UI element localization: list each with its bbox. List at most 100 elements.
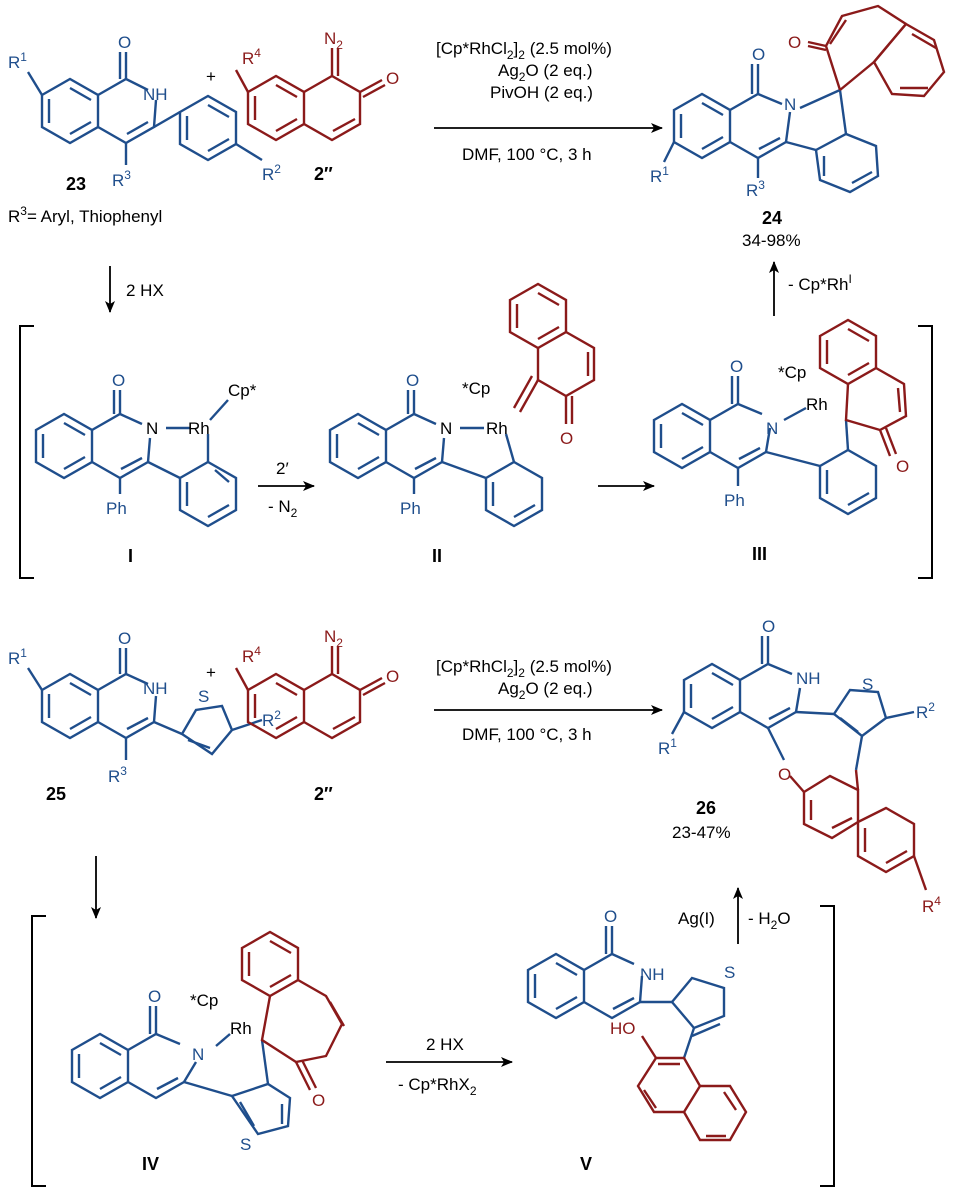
compound-label-24: 24: [762, 208, 782, 228]
R1-25: R1: [8, 646, 27, 668]
R4-top: R4: [242, 46, 261, 68]
O-III: O: [730, 357, 743, 376]
O-26: O: [762, 617, 775, 636]
label-IV: IV: [142, 1154, 159, 1174]
intermediate-V-structure: [526, 926, 748, 1142]
R1-23: R1: [8, 50, 27, 72]
Rh-I: Rh: [188, 419, 210, 438]
Rh-II: Rh: [486, 419, 508, 438]
yield-26: 23-47%: [672, 823, 731, 842]
step-2HX: 2 HX: [126, 281, 164, 300]
S-26: S: [862, 675, 873, 694]
O-25: O: [118, 629, 131, 648]
intermediate-IV-structure: [70, 930, 346, 1136]
Ph-I: Ph: [106, 499, 127, 518]
S-25: S: [198, 687, 209, 706]
bracket-left-top: [19, 325, 34, 579]
O-2pp-top: O: [386, 69, 399, 88]
intermediate-II-structure: [328, 282, 596, 528]
compound-24-structure: [662, 4, 946, 194]
O-III-ketone: O: [896, 457, 909, 476]
R2-26: R2: [916, 700, 935, 722]
N2-top: N2: [324, 29, 343, 52]
plus-sign-top: +: [206, 67, 216, 86]
cond-top-3: PivOH (2 eq.): [490, 83, 593, 102]
intermediate-III-structure: [652, 318, 908, 516]
r3-definition: R3= Aryl, Thiophenyl: [8, 204, 162, 226]
R1-26: R1: [658, 736, 677, 758]
NH-25: NH: [143, 679, 168, 698]
bracket-right-bottom: [820, 905, 835, 1187]
Rh-III: Rh: [806, 395, 828, 414]
N-24: N: [784, 95, 796, 114]
R3-24: R3: [746, 178, 765, 200]
N2-bottom: N2: [324, 627, 343, 650]
label-III: III: [752, 544, 767, 564]
O-IV-ketone: O: [312, 1091, 325, 1110]
NH-26: NH: [796, 669, 821, 688]
compound-23-structure: [26, 52, 263, 165]
label-V: V: [580, 1154, 592, 1174]
Rh-IV: Rh: [230, 1019, 252, 1038]
Cp-IV: *Cp: [190, 991, 218, 1010]
O-I: O: [112, 371, 125, 390]
carbonyl-O-23: O: [118, 33, 131, 52]
HO-V: HO: [610, 1019, 636, 1038]
R3-25: R3: [108, 764, 127, 786]
O-II-ketone: O: [560, 429, 573, 448]
NH-23: NH: [143, 85, 168, 104]
cond-bottom-2: Ag2O (2 eq.): [498, 679, 593, 702]
plus-sign-bottom: +: [206, 663, 216, 682]
N-I: N: [146, 419, 158, 438]
S-V: S: [724, 963, 735, 982]
Cp-III: *Cp: [778, 363, 806, 382]
bracket-right-top: [918, 325, 933, 579]
yield-24: 34-98%: [742, 231, 801, 250]
O-II: O: [406, 371, 419, 390]
compound-label-2pp-bottom: 2′′: [314, 784, 333, 804]
compound-label-23: 23: [66, 174, 86, 194]
arrow-V-left: Ag(I): [678, 909, 715, 928]
R3-23: R3: [112, 168, 131, 190]
compound-25-structure: [26, 648, 263, 760]
N-II: N: [440, 419, 452, 438]
arrow-IV-bottom: - Cp*RhX2: [398, 1075, 477, 1098]
O-IV: O: [148, 987, 161, 1006]
cond-top-4: DMF, 100 °C, 3 h: [462, 145, 592, 164]
compound-label-2pp-top: 2′′: [314, 164, 333, 184]
compound-label-26: 26: [696, 798, 716, 818]
arrow-I-bottom: - N2: [268, 497, 298, 520]
bracket-left-bottom: [31, 915, 46, 1187]
arrow-IV-top: 2 HX: [426, 1035, 464, 1054]
compound-2pp-top-structure: [234, 48, 386, 142]
N-III: N: [766, 419, 778, 438]
arrow-V-right: - H2O: [748, 909, 791, 932]
O-V: O: [604, 907, 617, 926]
N-IV: N: [192, 1045, 204, 1064]
arrow-I-top: 2′: [276, 459, 289, 478]
O-24: O: [752, 45, 765, 64]
compound-label-25: 25: [46, 784, 66, 804]
intermediate-I-structure: [34, 390, 238, 528]
S-IV: S: [240, 1135, 251, 1154]
R4-bottom: R4: [242, 644, 261, 666]
label-II: II: [432, 546, 442, 566]
Ph-III: Ph: [724, 491, 745, 510]
Cp-II: *Cp: [462, 379, 490, 398]
label-I: I: [128, 546, 133, 566]
cond-bottom-1: [Cp*RhCl2]2 (2.5 mol%): [436, 657, 612, 680]
Ph-II: Ph: [400, 499, 421, 518]
Cp-I: Cp*: [228, 381, 257, 400]
compound-2pp-bottom-structure: [234, 646, 386, 740]
compound-26-structure: [670, 636, 928, 891]
R2-23: R2: [262, 162, 281, 184]
O-ether-26: O: [778, 765, 791, 784]
O-2pp-bottom: O: [386, 667, 399, 686]
cond-top-2: Ag2O (2 eq.): [498, 61, 593, 84]
R4-26: R4: [922, 894, 941, 916]
NH-V: NH: [640, 965, 665, 984]
cond-bottom-3: DMF, 100 °C, 3 h: [462, 725, 592, 744]
R1-24: R1: [650, 164, 669, 186]
cond-top-1: [Cp*RhCl2]2 (2.5 mol%): [436, 39, 612, 62]
